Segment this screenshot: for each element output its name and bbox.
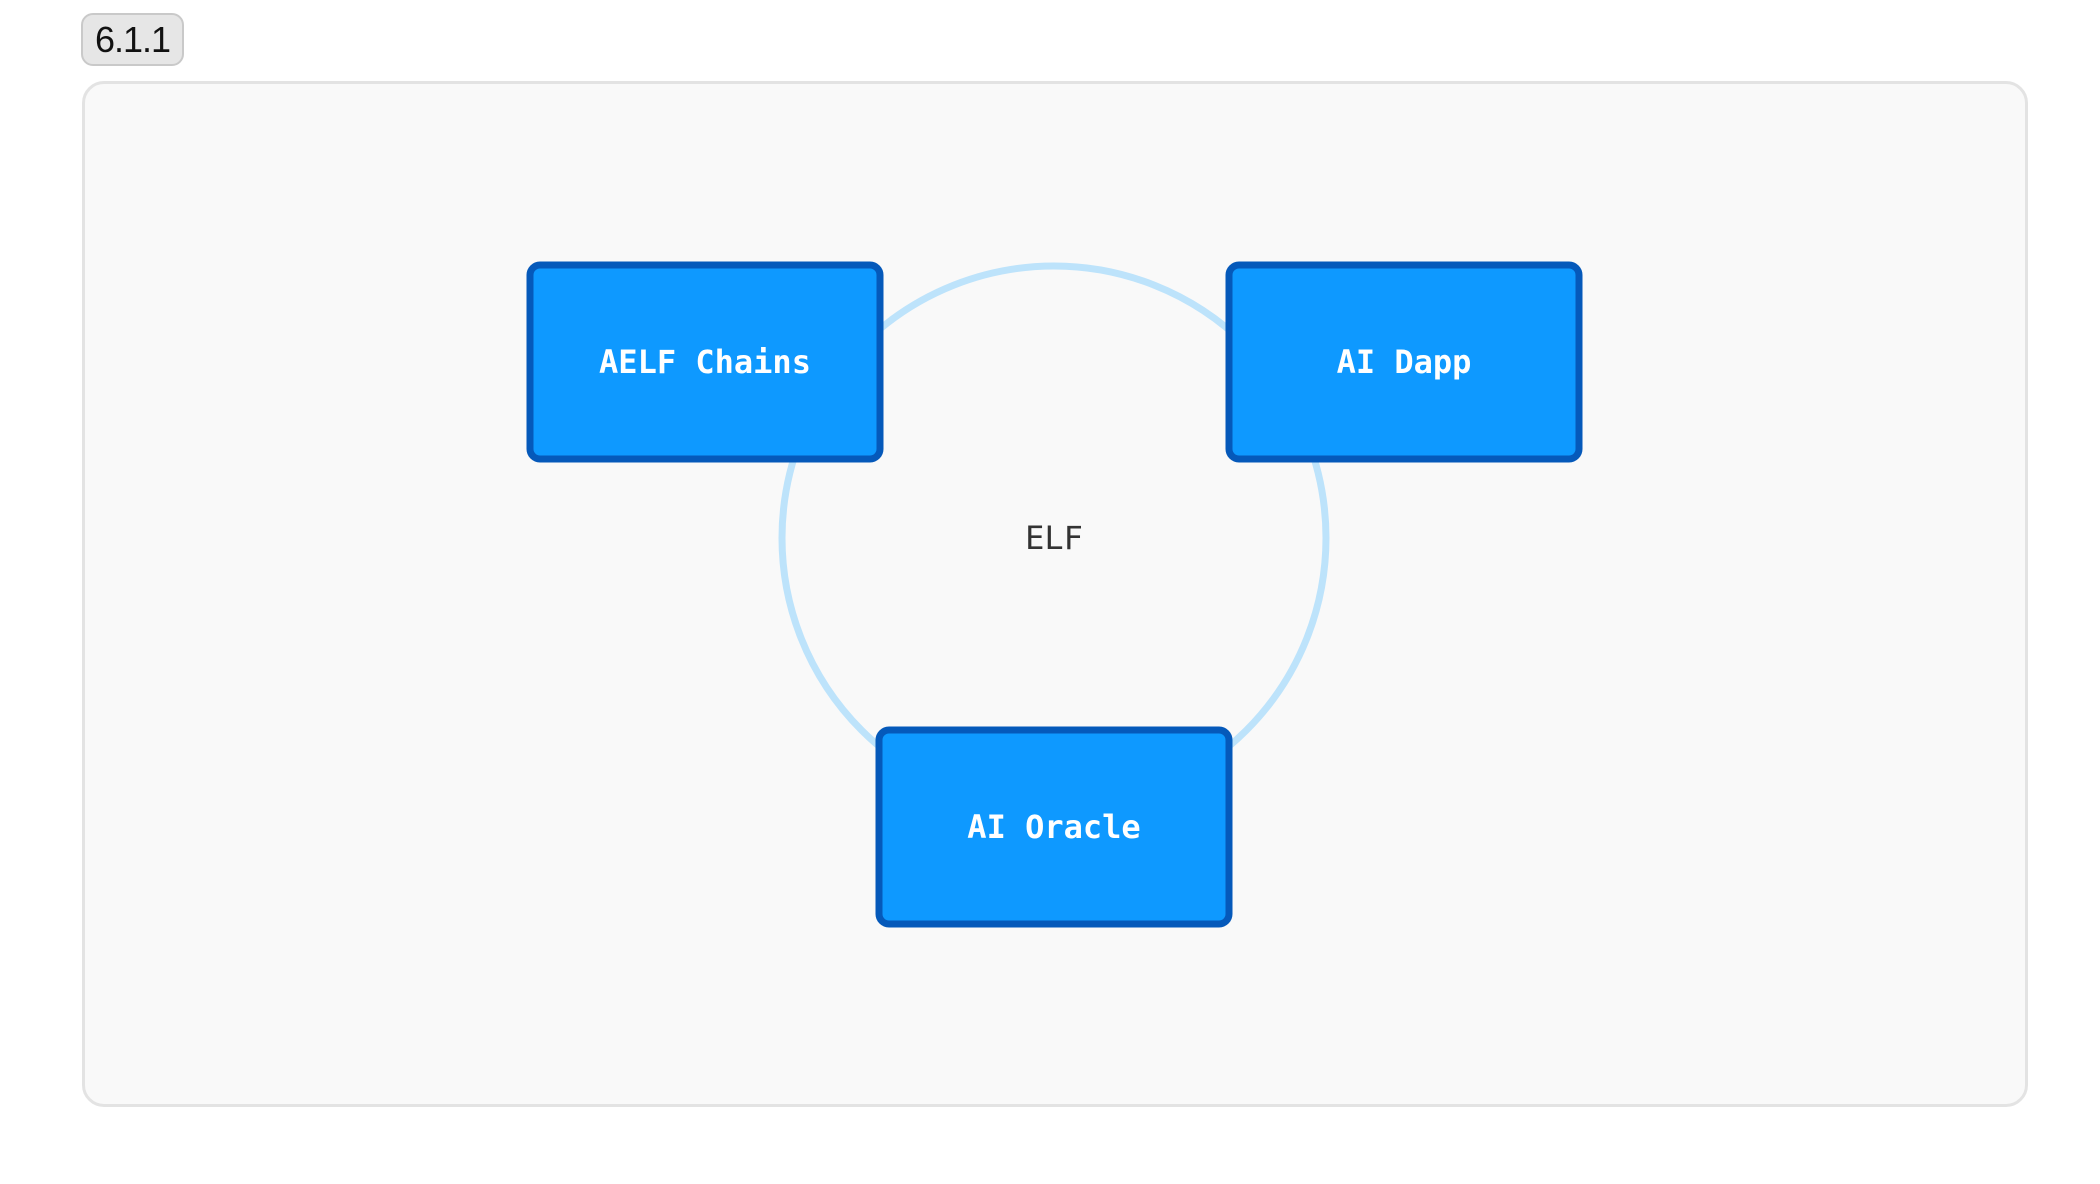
node-ai-oracle-label: AI Oracle — [967, 808, 1140, 846]
node-aelf-chains-label: AELF Chains — [599, 343, 811, 381]
center-label: ELF — [1025, 519, 1083, 557]
node-ai-dapp[interactable]: AI Dapp — [1225, 261, 1583, 463]
node-aelf-chains[interactable]: AELF Chains — [526, 261, 884, 463]
version-badge: 6.1.1 — [81, 13, 184, 66]
node-ai-oracle[interactable]: AI Oracle — [875, 726, 1233, 928]
diagram-panel — [82, 81, 2028, 1107]
node-ai-dapp-label: AI Dapp — [1337, 343, 1472, 381]
